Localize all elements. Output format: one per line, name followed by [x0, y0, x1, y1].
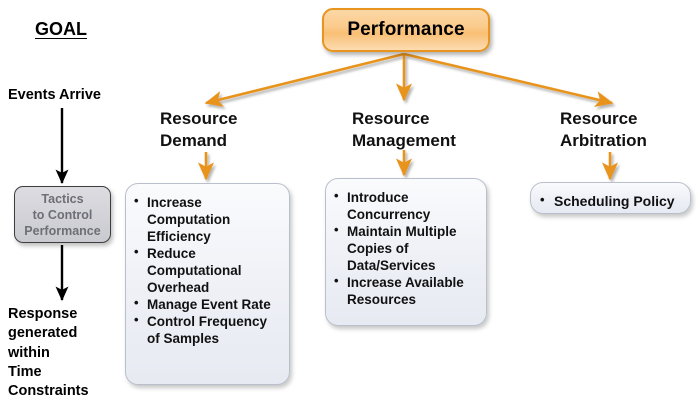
tactic-item: Reduce Computational Overhead [132, 244, 283, 296]
tactic-box-resource-arbitration[interactable]: Scheduling Policy [530, 182, 691, 214]
tactic-item: Scheduling Policy [537, 192, 684, 211]
goal-title: GOAL [35, 19, 87, 39]
performance-root-label: Performance [347, 19, 465, 40]
goal-response-label: Response generated within Time Constrain… [8, 306, 89, 400]
tactic-box-resource-management[interactable]: Introduce ConcurrencyMaintain Multiple C… [325, 178, 487, 326]
tactic-item: Control Frequency of Samples [132, 312, 283, 347]
category-heading-resource-arbitration: Resource Arbitration [560, 109, 647, 150]
tactics-node-label: Tactics to Control Performance [24, 191, 101, 238]
performance-root-node[interactable]: Performance [322, 8, 490, 52]
connector-root-to-resource-demand [204, 52, 405, 107]
tactic-item: Maintain Multiple Copies of Data/Service… [332, 222, 480, 274]
category-heading-resource-management: Resource Management [352, 109, 456, 150]
tactic-item: Introduce Concurrency [332, 188, 480, 223]
tactic-list: Increase Computation EfficiencyReduce Co… [132, 193, 283, 347]
tactic-box-resource-demand[interactable]: Increase Computation EfficiencyReduce Co… [125, 183, 290, 385]
tactic-item: Increase Available Resources [332, 273, 480, 308]
tactics-to-control-performance-node[interactable]: Tactics to Control Performance [14, 186, 111, 243]
category-heading-resource-demand: Resource Demand [160, 109, 238, 150]
goal-stimulus-label: Events Arrive [8, 87, 101, 103]
tactic-list: Introduce ConcurrencyMaintain Multiple C… [332, 188, 480, 308]
connector-root-to-resource-arbitration [403, 52, 614, 108]
tactic-list: Scheduling Policy [537, 192, 684, 211]
tactic-item: Manage Event Rate [132, 295, 283, 313]
tactic-item: Increase Computation Efficiency [132, 193, 283, 245]
